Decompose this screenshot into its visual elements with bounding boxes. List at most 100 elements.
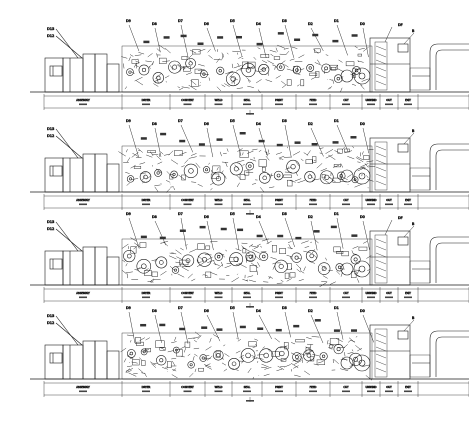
cabinet-panel: [49, 258, 63, 270]
mechanism-line: [306, 150, 311, 156]
mechanism-line: [297, 257, 301, 260]
drum: [340, 262, 354, 276]
mechanism-line: [170, 186, 174, 188]
mechanism-line: [171, 341, 177, 344]
mechanism-line: [352, 146, 354, 149]
tower-hatch: [375, 259, 387, 265]
mechanism-line: [171, 358, 177, 360]
mechanism-line: [247, 367, 252, 374]
mechanism-line: [126, 157, 131, 163]
mechanism-line: [123, 63, 125, 69]
mechanism-line: [235, 248, 242, 251]
mechanism-line: [231, 277, 240, 283]
mechanism-line: [219, 151, 222, 157]
mechanism-line: [367, 165, 376, 167]
mechanism-line: [172, 360, 176, 366]
top-callout: D9: [126, 119, 131, 123]
mechanism-line: [237, 339, 242, 342]
mechanism-line: [352, 246, 359, 249]
mechanism-line: [356, 270, 360, 275]
roller-hub: [172, 172, 176, 176]
mechanism-line: [191, 278, 196, 282]
mechanism-line: [198, 261, 202, 263]
mechanism-line: [281, 84, 287, 89]
mechanism-line: [265, 79, 273, 82]
cabinet-box: [82, 53, 96, 93]
callout-label: D12: [47, 134, 54, 138]
roller-hub: [262, 175, 267, 181]
section-value-mark: [243, 390, 251, 393]
leader-line: [154, 27, 161, 52]
section-value-mark: [183, 390, 192, 393]
top-callout: D1: [334, 19, 339, 23]
mechanism-line: [233, 80, 235, 85]
note-tag: [140, 235, 147, 239]
roller: [291, 252, 302, 263]
mechanism-line: [330, 281, 336, 285]
mechanism-line: [246, 77, 252, 82]
mechanism-line: [210, 188, 213, 191]
conveyor-hood: [429, 236, 469, 283]
tower-box: [397, 236, 409, 246]
top-callout: D0: [360, 122, 365, 126]
mechanism-line: [138, 368, 144, 373]
mechanism-line: [336, 338, 343, 342]
mechanism-line: [129, 357, 133, 360]
mechanism-line: [221, 358, 225, 360]
mechanism-line: [131, 178, 139, 180]
component-box: [139, 242, 147, 248]
leader-line: [55, 322, 83, 346]
tower-box: [397, 330, 409, 340]
leader-line: [128, 217, 140, 249]
roller: [274, 346, 289, 361]
mechanism-line: [310, 344, 312, 349]
roller: [241, 62, 256, 78]
mechanism-line: [135, 65, 139, 67]
component-box: [179, 259, 189, 266]
mechanism-line: [314, 239, 319, 244]
mechanism-line: [272, 64, 277, 67]
mechanism-line: [177, 86, 181, 88]
note-tag: [256, 234, 263, 238]
note-tag: [237, 228, 244, 232]
mechanism-line: [350, 339, 356, 343]
mechanism-line: [189, 248, 198, 253]
note-tag: [235, 35, 242, 39]
note-tag: [239, 132, 246, 135]
mechanism-line: [198, 48, 206, 52]
roller: [187, 361, 195, 369]
cabinet-box: [94, 53, 108, 93]
section-value-mark: [79, 296, 87, 299]
component-box: [258, 159, 267, 167]
roller: [319, 170, 334, 185]
roller-hub: [353, 257, 358, 262]
mechanism-line: [306, 358, 312, 364]
top-callout: D3: [282, 19, 287, 23]
component-box: [309, 356, 315, 362]
note-tag: [351, 234, 358, 237]
top-callout: D3: [282, 306, 287, 310]
mechanism-line: [351, 250, 354, 255]
component-box: [321, 174, 326, 179]
component-box: [145, 348, 151, 353]
section-label: CONVERT: [181, 98, 194, 102]
machinery-section: [120, 331, 373, 381]
top-callout: D5: [230, 19, 235, 23]
leader-line: [55, 221, 79, 252]
note-tag: [220, 227, 227, 231]
top-callout: D7: [178, 306, 183, 310]
mechanism-line: [251, 249, 260, 254]
section-value-mark: [275, 103, 283, 106]
mechanism-line: [193, 336, 200, 339]
roller: [155, 256, 168, 269]
leader-line: [180, 124, 194, 153]
section-value-mark: [142, 390, 150, 393]
cabinet-box: [82, 153, 96, 193]
roller-hub: [245, 352, 251, 359]
mechanism-line: [254, 338, 259, 341]
mechanism-line: [187, 273, 193, 279]
note-tag: [201, 326, 208, 329]
mechanism-line: [150, 279, 155, 284]
